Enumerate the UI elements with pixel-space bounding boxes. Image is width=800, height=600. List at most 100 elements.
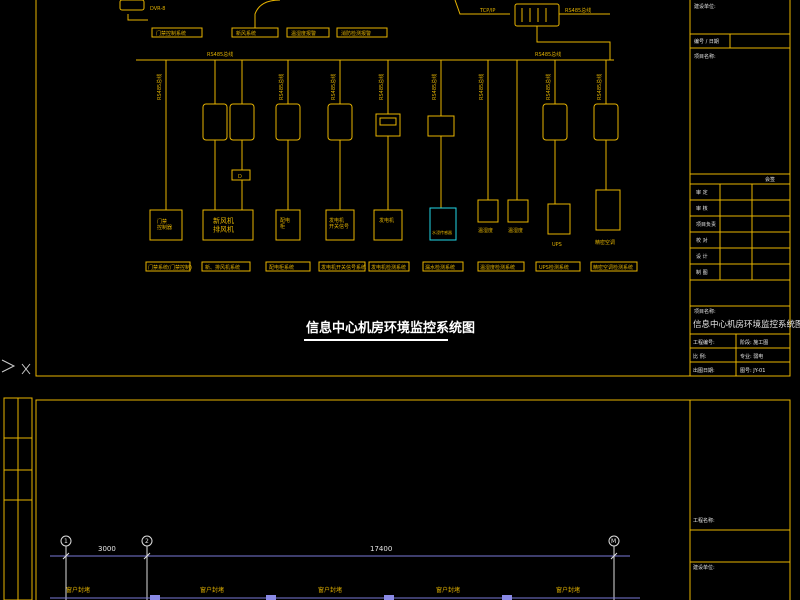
sys-label-box [368,261,410,272]
window-mark [384,595,394,600]
device-small-label: DVR-8 [150,6,165,12]
window-mark [502,595,512,600]
controller [542,103,568,141]
tb-row: 制 图 [696,269,708,276]
leak-box-label: 水浸传感器 [432,229,452,235]
sys-label-box [590,261,638,272]
leak-controller [427,115,455,137]
tb-top-row: 编号 / 日期 [694,38,719,45]
window-mark [266,595,276,600]
module-box [325,209,355,241]
drop-label: RS485总线 [596,74,603,100]
sys-label: 漏水检测系统 [425,264,455,271]
device-top-1 [119,0,145,11]
module-box [149,209,183,241]
top-label-1: 门禁控制系统 [156,30,186,37]
sys-label: 精密空调检测系统 [593,264,633,271]
bottom-sheet-border [35,399,791,600]
top-devices: DVR-8 门禁控制系统 新风系统 温湿度报警 消防检测报警 TCP/IP RS… [119,0,611,60]
leak-box [429,207,457,241]
top-wire-curve [254,0,281,28]
drop-label: RS485总线 [478,74,485,100]
module-box-label: 发电机 [379,217,394,224]
tb-top-row: 项目名称: [694,53,716,60]
temp-sensor [507,199,529,223]
drop-label: RS485总线 [431,74,438,100]
sys-label-box [535,261,581,272]
controller [275,103,301,141]
window-label: 窗户封堵 [200,586,224,594]
sys-label: UPS检测系统 [539,264,569,271]
window-label: 窗户封堵 [318,586,342,594]
tb-info-left: 工程编号: [693,339,715,346]
sys-label: 新、排风机系统 [205,264,240,271]
window-mark [150,595,160,600]
sys-label: 门禁系统(门禁控制) [148,264,192,271]
sys-label-box [265,261,311,272]
meter-display [379,117,397,126]
controller [202,103,228,141]
controller [593,103,619,141]
tb-section-header: 会签 [765,176,775,183]
tb-row: 审 定 [696,189,708,196]
title-block: 建设单位: 项目名称: 编号 / 日期 会签 审 定 审 核 项目负责 校 对 … [690,3,800,376]
bus-label: RS485总线 [207,51,233,58]
sys-label-box [145,261,191,272]
sys-label: 发电机开关信号系统 [321,264,366,271]
dimension-ticks [62,552,618,560]
top-sheet-border [35,0,791,377]
window-label: 窗户封堵 [556,586,580,594]
axis-label: 1 [64,538,68,545]
bottom-tb-label: 建设单位: [693,564,715,571]
drop-label: RS485总线 [156,74,163,100]
temp-a-label: 温湿度 [478,227,493,234]
temp-sensor [477,199,499,223]
tb-project-name-label: 项目名称: [694,308,716,315]
tb-info-right: 图号: JY-01 [740,368,765,374]
axis-label: M [611,538,616,545]
sys-label-box [201,261,251,272]
module-box [373,209,403,241]
tb-info-left: 比 例: [693,353,707,360]
module-box-label: 发电机开关信号 [329,217,349,230]
window-label: 窗户封堵 [436,586,460,594]
tcp-wire [454,0,510,15]
module-box [202,209,254,241]
top-label-4: 消防检测报警 [341,30,371,37]
top-label-3: 温湿度报警 [291,30,316,37]
sys-label: 发电机检测系统 [371,264,406,271]
tb-info-right: 专业: 弱电 [740,353,763,360]
bus-label-right: RS485总线 [535,51,561,58]
device-top-wire [127,14,148,21]
ucs-icon [1,359,31,375]
drop-label: RS485总线 [330,74,337,100]
dim-label: 3000 [98,545,116,553]
ups-cabinet [547,203,571,235]
sys-label: 温湿度检测系统 [480,264,515,271]
top-label-2: 新风系统 [236,30,256,37]
controller [229,103,255,141]
tb-info-left: 出图日期: [693,367,715,374]
tb-row: 项目负责 [696,221,716,228]
tb-info-right: 阶段: 施工图 [740,339,768,346]
diagram-title: 信息中心机房环境监控系统图 [306,320,475,336]
rs485-right-label: RS485总线 [565,7,591,14]
module-box [275,209,301,241]
tb-project-name: 信息中心机房环境监控系统图 [693,319,800,330]
ups-label: UPS [552,242,562,248]
sys-label-box [477,261,525,272]
controller [327,103,353,141]
tb-row: 设 计 [696,253,708,260]
temp-b-label: 温湿度 [508,227,523,234]
top-label-box-4 [336,27,388,38]
drop-label: RS485总线 [278,74,285,100]
ac-cabinet [595,189,621,231]
sys-label: 配电柜系统 [269,264,294,271]
sys-label-box [422,261,464,272]
tb-row: 校 对 [696,237,708,244]
drop-label: RS485总线 [545,74,552,100]
top-label-box-3 [286,27,330,38]
small-box-d-label: D [238,174,242,180]
bottom-sheet: 工程名称: 建设单位: 1 2 M 3000 17400 窗户封堵 窗户封堵 窗… [3,397,791,600]
